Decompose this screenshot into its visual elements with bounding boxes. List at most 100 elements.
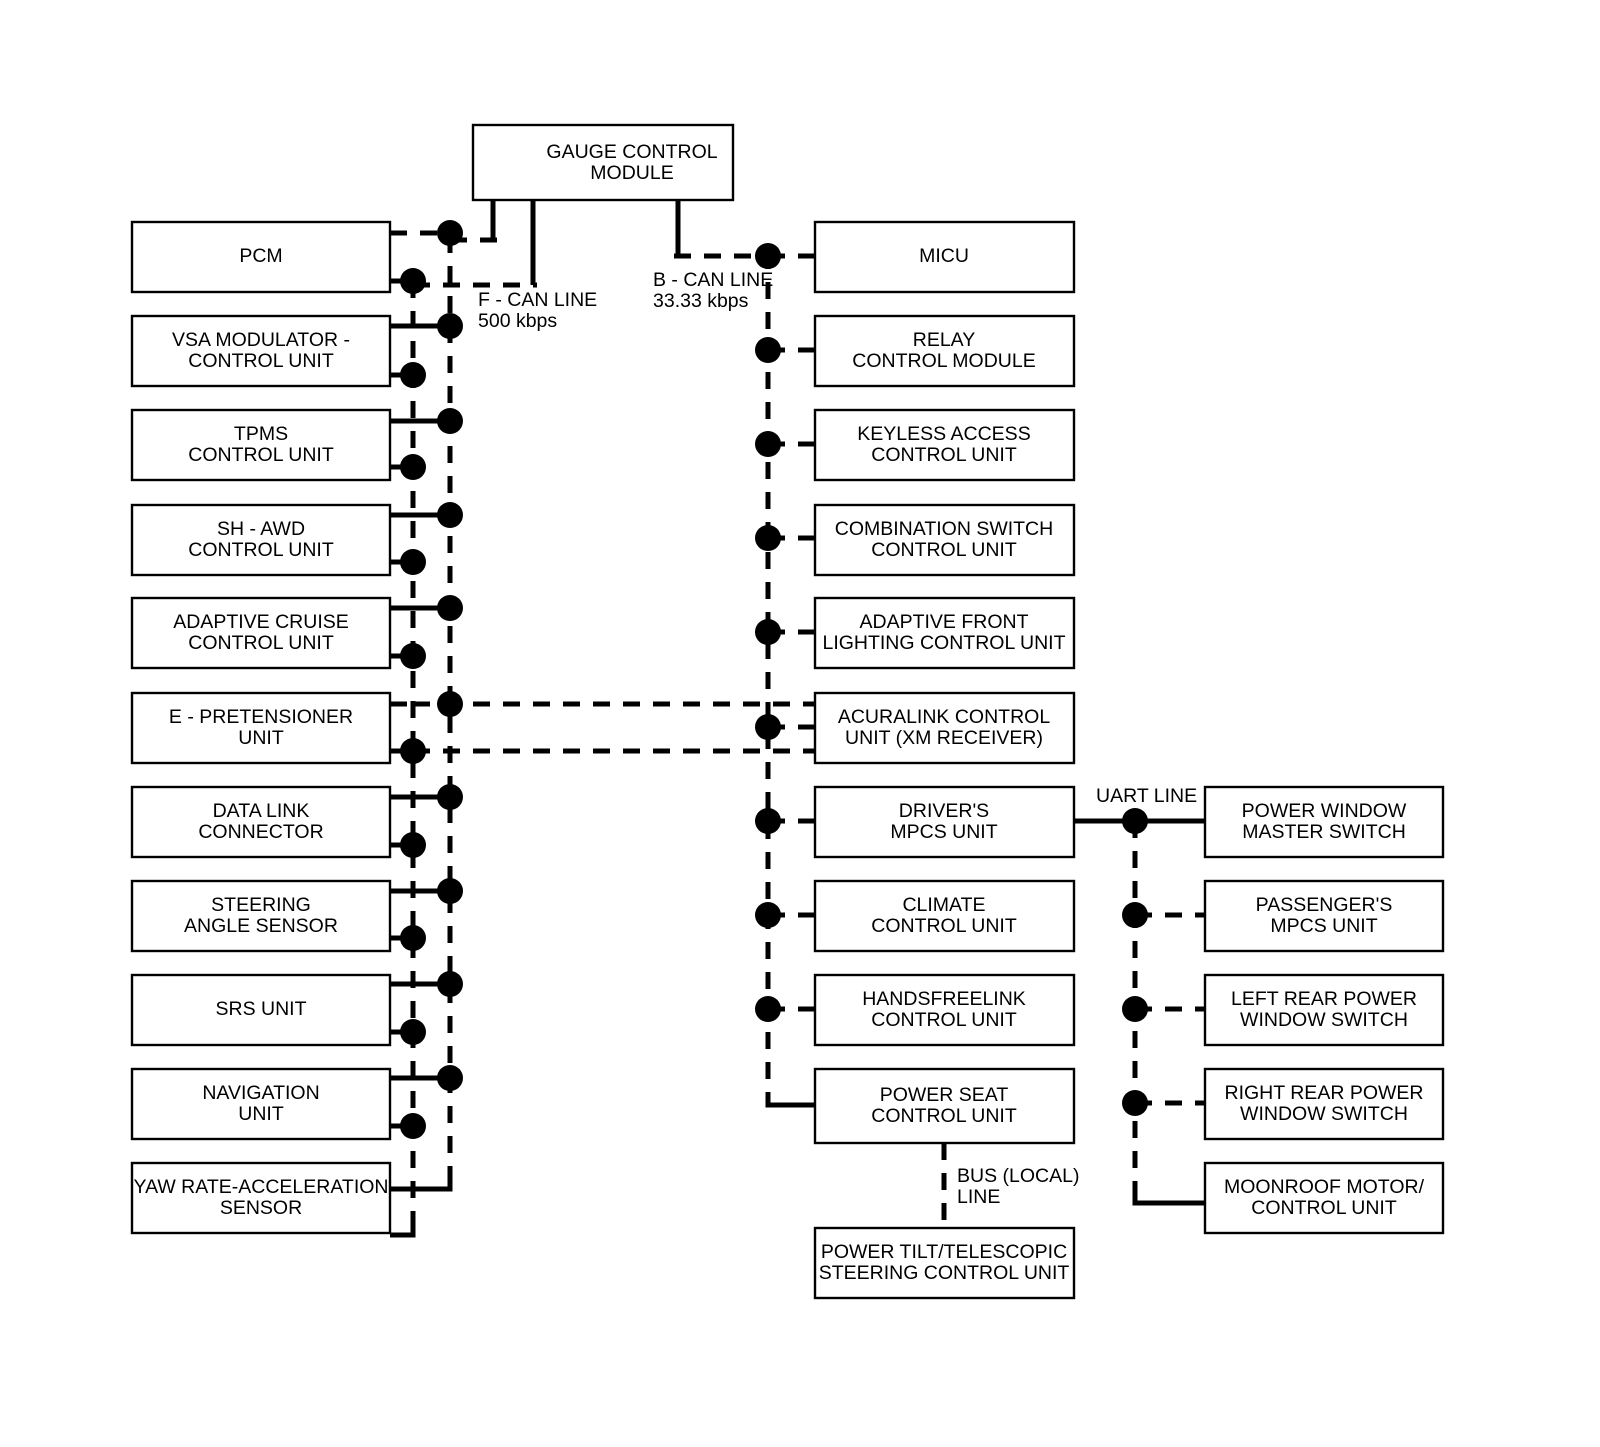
micu-line1: MICU	[919, 245, 969, 267]
yaw-line2: SENSOR	[220, 1197, 302, 1219]
shawd-line2: CONTROL UNIT	[188, 539, 334, 561]
dot-bcan-climate	[755, 902, 781, 928]
dot-fcan-pcm	[437, 220, 463, 246]
right-rear-line1: RIGHT REAR POWER	[1225, 1082, 1424, 1104]
sas-line1: STEERING	[211, 894, 311, 916]
node-power-window-master-switch[interactable]: POWER WINDOW MASTER SWITCH	[1203, 785, 1445, 859]
relay-line2: CONTROL MODULE	[852, 350, 1035, 372]
node-power-seat-control-unit[interactable]: POWER SEAT CONTROL UNIT	[813, 1067, 1076, 1145]
dot-uart-master-switch	[1122, 808, 1148, 834]
dot-bcan-drivers-mpcs	[755, 808, 781, 834]
power-seat-line2: CONTROL UNIT	[871, 1105, 1017, 1127]
fcan-outer-bottom-elbow	[390, 1175, 453, 1192]
node-passengers-mpcs-unit[interactable]: PASSENGER'S MPCS UNIT	[1203, 879, 1445, 953]
node-left-rear-power-window-switch[interactable]: LEFT REAR POWER WINDOW SWITCH	[1203, 973, 1445, 1047]
gauge-control-module-line2: MODULE	[590, 162, 673, 184]
fcan-inner-bottom-elbow	[390, 1222, 416, 1238]
left-column: PCM VSA MODULATOR - CONTROL UNIT TPMS CO…	[130, 220, 392, 1235]
node-steering-angle-sensor[interactable]: STEERING ANGLE SENSOR	[130, 879, 392, 953]
dot-fcan-inner-nav	[400, 1113, 426, 1139]
fcan-label-speed: 500 kbps	[478, 310, 557, 332]
node-micu[interactable]: MICU	[813, 220, 1076, 294]
node-gauge-control-module[interactable]: GAUGE CONTROL MODULE	[471, 123, 735, 202]
acuralink-line2: UNIT (XM RECEIVER)	[845, 727, 1043, 749]
node-moonroof-motor-control-unit[interactable]: MOONROOF MOTOR/ CONTROL UNIT	[1203, 1161, 1445, 1235]
combination-line2: CONTROL UNIT	[871, 539, 1017, 561]
drivers-mpcs-line2: MPCS UNIT	[890, 821, 997, 843]
gauge-control-module-line1: GAUGE CONTROL	[546, 141, 717, 163]
node-handsfreelink-control-unit[interactable]: HANDSFREELINK CONTROL UNIT	[813, 973, 1076, 1047]
passenger-mpcs-line1: PASSENGER'S	[1256, 894, 1393, 916]
moonroof-line1: MOONROOF MOTOR/	[1224, 1176, 1425, 1198]
pcm-line1: PCM	[239, 245, 282, 267]
dot-fcan-dlc	[437, 784, 463, 810]
power-seat-line1: POWER SEAT	[880, 1084, 1009, 1106]
node-right-rear-power-window-switch[interactable]: RIGHT REAR POWER WINDOW SWITCH	[1203, 1067, 1445, 1141]
bus-text-labels: F - CAN LINE 500 kbps B - CAN LINE 33.33…	[478, 269, 1197, 1208]
dot-fcan-vsa	[437, 313, 463, 339]
vsa-line2: CONTROL UNIT	[188, 350, 334, 372]
bcan-bottom-elbow	[765, 1097, 815, 1108]
dot-fcan-inner-shawd	[400, 549, 426, 575]
node-climate-control-unit[interactable]: CLIMATE CONTROL UNIT	[813, 879, 1076, 953]
node-relay-control-module[interactable]: RELAY CONTROL MODULE	[813, 314, 1076, 388]
dot-fcan-shawd	[437, 502, 463, 528]
climate-line2: CONTROL UNIT	[871, 915, 1017, 937]
climate-line1: CLIMATE	[902, 894, 985, 916]
afl-line2: LIGHTING CONTROL UNIT	[822, 632, 1065, 654]
node-e-pretensioner-unit[interactable]: E - PRETENSIONER UNIT	[130, 691, 392, 765]
dot-fcan-inner-epre	[400, 738, 426, 764]
bus-local-label-second: LINE	[957, 1186, 1000, 1208]
node-sh-awd-control-unit[interactable]: SH - AWD CONTROL UNIT	[130, 503, 392, 577]
node-adaptive-cruise-control-unit[interactable]: ADAPTIVE CRUISE CONTROL UNIT	[130, 596, 392, 670]
dot-fcan-inner-vsa	[400, 362, 426, 388]
node-pcm[interactable]: PCM	[130, 220, 392, 294]
node-power-tilt-telescopic-steering-control-unit[interactable]: POWER TILT/TELESCOPIC STEERING CONTROL U…	[813, 1226, 1076, 1300]
node-srs-unit[interactable]: SRS UNIT	[130, 973, 392, 1047]
node-navigation-unit[interactable]: NAVIGATION UNIT	[130, 1067, 392, 1141]
left-rear-line2: WINDOW SWITCH	[1240, 1009, 1408, 1031]
dot-fcan-nav	[437, 1065, 463, 1091]
node-drivers-mpcs-unit[interactable]: DRIVER'S MPCS UNIT	[813, 785, 1076, 859]
node-data-link-connector[interactable]: DATA LINK CONNECTOR	[130, 785, 392, 859]
bcan-label-name: B - CAN LINE	[653, 269, 773, 291]
dot-fcan-acc	[437, 595, 463, 621]
dot-uart-left-rear	[1122, 996, 1148, 1022]
acc-line2: CONTROL UNIT	[188, 632, 334, 654]
node-vsa-modulator-control-unit[interactable]: VSA MODULATOR - CONTROL UNIT	[130, 314, 392, 388]
keyless-line1: KEYLESS ACCESS	[857, 423, 1030, 445]
dot-fcan-srs	[437, 971, 463, 997]
dot-fcan-inner-pcm	[400, 268, 426, 294]
dot-bcan-combination	[755, 525, 781, 551]
power-tilt-line2: STEERING CONTROL UNIT	[819, 1262, 1070, 1284]
node-combination-switch-control-unit[interactable]: COMBINATION SWITCH CONTROL UNIT	[813, 503, 1076, 577]
relay-line1: RELAY	[913, 329, 976, 351]
right-rear-line2: WINDOW SWITCH	[1240, 1103, 1408, 1125]
node-keyless-access-control-unit[interactable]: KEYLESS ACCESS CONTROL UNIT	[813, 408, 1076, 482]
srs-line1: SRS UNIT	[215, 998, 306, 1020]
uart-label: UART LINE	[1096, 785, 1197, 807]
dot-fcan-tpms	[437, 408, 463, 434]
node-tpms-control-unit[interactable]: TPMS CONTROL UNIT	[130, 408, 392, 482]
dlc-line1: DATA LINK	[213, 800, 310, 822]
yaw-line1: YAW RATE-ACCELERATION	[134, 1176, 389, 1198]
dot-fcan-inner-dlc	[400, 832, 426, 858]
dot-fcan-inner-acc	[400, 643, 426, 669]
dot-bcan-keyless	[755, 431, 781, 457]
dot-uart-passenger-mpcs	[1122, 902, 1148, 928]
dot-fcan-inner-srs	[400, 1019, 426, 1045]
drivers-mpcs-line1: DRIVER'S	[899, 800, 989, 822]
node-yaw-rate-acceleration-sensor[interactable]: YAW RATE-ACCELERATION SENSOR	[130, 1161, 392, 1235]
passenger-mpcs-line2: MPCS UNIT	[1270, 915, 1377, 937]
node-acuralink-control-unit[interactable]: ACURALINK CONTROL UNIT (XM RECEIVER)	[813, 691, 1076, 765]
nav-line1: NAVIGATION	[202, 1082, 319, 1104]
vsa-line1: VSA MODULATOR -	[172, 329, 350, 351]
afl-line1: ADAPTIVE FRONT	[859, 611, 1028, 633]
node-adaptive-front-lighting-control-unit[interactable]: ADAPTIVE FRONT LIGHTING CONTROL UNIT	[813, 596, 1076, 670]
nav-line2: UNIT	[238, 1103, 284, 1125]
power-tilt-line1: POWER TILT/TELESCOPIC	[821, 1241, 1067, 1263]
middle-column: MICU RELAY CONTROL MODULE KEYLESS ACCESS…	[813, 220, 1076, 1300]
pw-master-line2: MASTER SWITCH	[1242, 821, 1406, 843]
dot-bcan-acuralink	[755, 714, 781, 740]
